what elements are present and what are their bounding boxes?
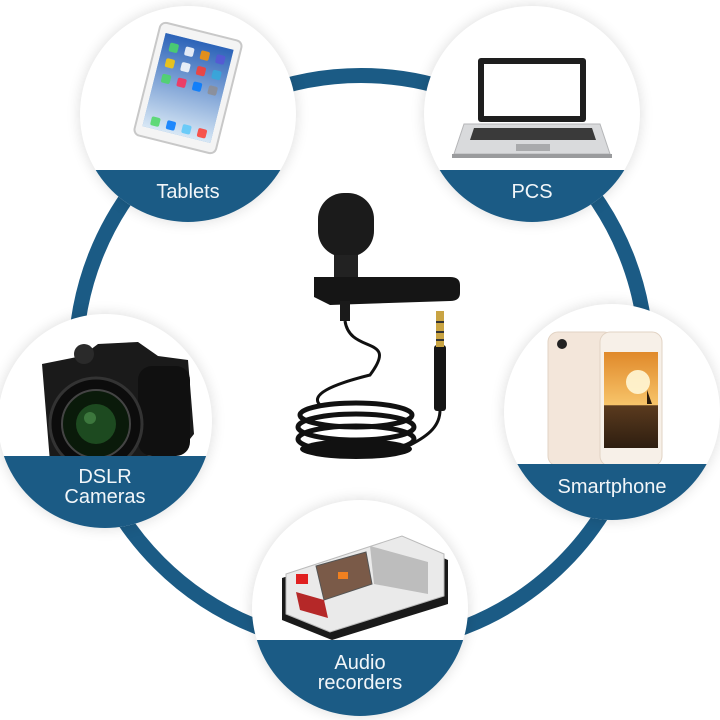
- laptop-icon: [424, 6, 640, 222]
- device-label: Smartphone: [557, 476, 667, 498]
- device-node-dslr: DSLR Cameras: [0, 314, 212, 528]
- smartphone-icon: [504, 304, 720, 520]
- device-node-audio-recorders: Audio recorders: [252, 500, 468, 716]
- device-label-band: PCS: [424, 170, 640, 222]
- device-node-pcs: PCS: [424, 6, 640, 222]
- device-label: Tablets: [156, 181, 220, 203]
- device-label: PCS: [511, 181, 553, 203]
- tablet-icon: [80, 6, 296, 222]
- device-node-smartphone: Smartphone: [504, 304, 720, 520]
- device-label-band: Smartphone: [504, 464, 720, 520]
- device-label-band: DSLR Cameras: [0, 456, 212, 528]
- cassette-recorder-icon: [252, 500, 468, 716]
- device-label-line-2: Cameras: [64, 486, 146, 508]
- lavalier-microphone-image: [290, 185, 470, 465]
- device-label-line-1: Audio: [334, 652, 386, 674]
- device-label-band: Tablets: [80, 170, 296, 222]
- device-label-line-1: DSLR: [78, 466, 132, 488]
- device-label-line-2: recorders: [317, 672, 403, 694]
- camera-icon: [0, 314, 212, 528]
- device-node-tablets: Tablets: [80, 6, 296, 222]
- device-label-band: Audio recorders: [252, 640, 468, 716]
